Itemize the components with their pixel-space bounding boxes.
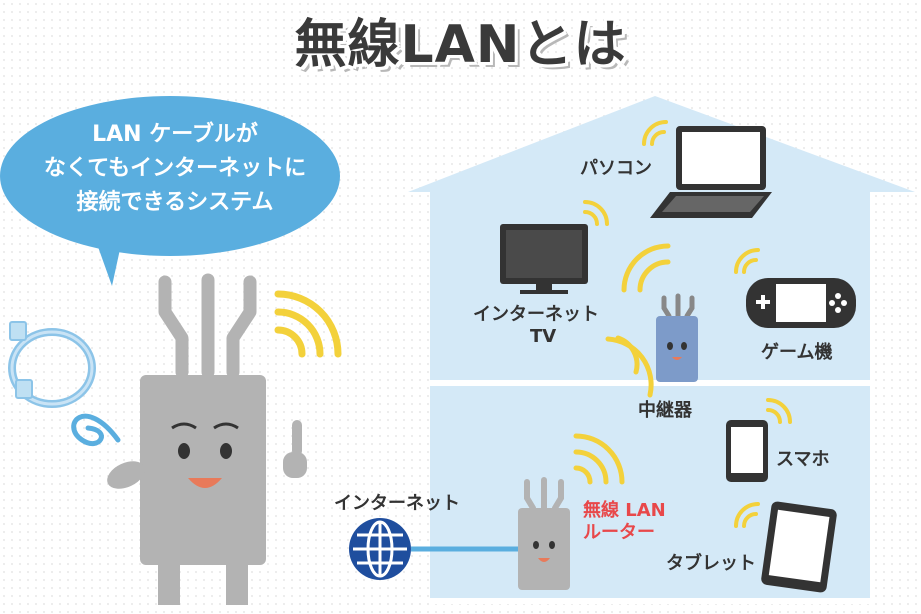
wifi-signal-smartphone <box>766 398 792 424</box>
game-console-icon <box>746 278 856 328</box>
label-tablet: タブレット <box>666 553 756 574</box>
wifi-signal-pc <box>642 120 668 146</box>
label-pc: パソコン <box>580 158 652 179</box>
label-router-line1: 無線 LAN <box>583 500 666 521</box>
wifi-signal-router <box>573 433 625 485</box>
label-game: ゲーム機 <box>761 342 833 363</box>
label-repeater: 中継器 <box>638 400 692 421</box>
wifi-signal-game <box>734 248 760 274</box>
label-internet: インターネット <box>334 493 460 514</box>
laptop-icon <box>650 126 772 218</box>
label-router-line2: ルーター <box>583 522 655 543</box>
label-smartphone: スマホ <box>776 449 830 470</box>
speech-bubble <box>0 96 340 286</box>
bubble-line-1: LAN ケーブルが <box>92 122 258 147</box>
label-tv-line1: インターネット <box>473 304 599 325</box>
globe-icon <box>349 518 520 580</box>
tv-icon <box>500 224 588 294</box>
speech-bubble-text: LAN ケーブルが なくてもインターネットに 接続できるシステム <box>20 118 330 220</box>
bubble-line-3: 接続できるシステム <box>76 190 274 215</box>
bubble-line-2: なくてもインターネットに <box>43 156 307 181</box>
router-character <box>107 273 307 605</box>
label-tv-line2: TV <box>530 326 557 347</box>
smartphone-icon <box>726 420 768 482</box>
page-title: 無線LANとは <box>294 15 627 75</box>
wifi-signal-repeater <box>605 243 671 398</box>
lan-cable-icon <box>8 321 121 447</box>
wireless-router-icon <box>518 477 570 590</box>
wifi-signal-tablet <box>734 502 760 528</box>
wifi-signal-big <box>274 290 342 358</box>
wifi-signal-tv <box>583 200 609 226</box>
tablet-icon <box>761 501 837 593</box>
repeater-icon <box>656 293 698 382</box>
